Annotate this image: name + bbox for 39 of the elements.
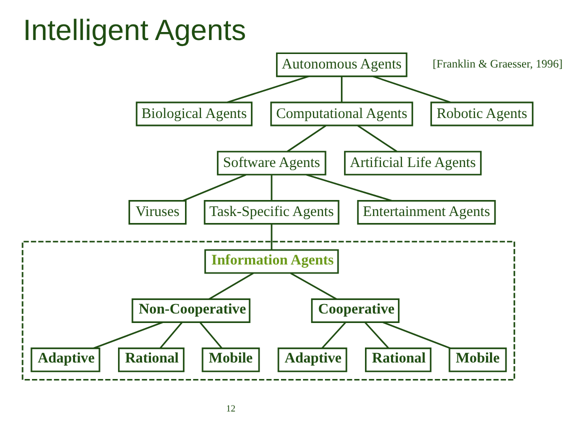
connector — [93, 322, 164, 349]
connector — [306, 174, 392, 202]
node-box: Software Agents — [216, 150, 326, 176]
node-box: Mobile — [202, 348, 260, 372]
connector — [182, 174, 246, 202]
label: 12 — [226, 404, 236, 414]
node-box: Artificial Life Agents — [344, 150, 482, 176]
connector — [208, 272, 254, 300]
connector — [382, 322, 451, 349]
node-box: Autonomous Agents — [276, 52, 408, 78]
connector — [226, 76, 309, 104]
node-box: Rational — [364, 348, 432, 372]
connector — [287, 125, 326, 152]
node-box: Rational — [118, 348, 184, 372]
node-box: Robotic Agents — [430, 102, 534, 126]
connector — [364, 322, 390, 349]
diagram-title: Intelligent Agents — [23, 14, 246, 48]
connector — [160, 322, 182, 349]
node-box: Information Agents — [204, 249, 339, 274]
node-box: Task-Specific Agents — [204, 200, 340, 225]
node-box: Adaptive — [278, 348, 348, 372]
connector — [200, 322, 222, 349]
cluster — [22, 240, 516, 381]
node-box: Biological Agents — [136, 102, 252, 126]
label: [Franklin & Graesser, 1996] — [432, 58, 563, 71]
node-box: Non-Cooperative — [132, 298, 250, 323]
node-box: Computational Agents — [270, 102, 414, 126]
connector — [372, 76, 451, 104]
connector — [290, 272, 338, 300]
connector — [270, 175, 272, 201]
node-box: Mobile — [448, 348, 507, 372]
connector — [321, 322, 346, 349]
node-box: Entertainment Agents — [357, 200, 496, 225]
node-box: Cooperative — [311, 298, 400, 323]
connector — [270, 224, 272, 250]
node-box: Viruses — [128, 200, 187, 225]
connector — [340, 76, 342, 102]
node-box: Adaptive — [30, 348, 100, 372]
connector — [357, 125, 398, 152]
